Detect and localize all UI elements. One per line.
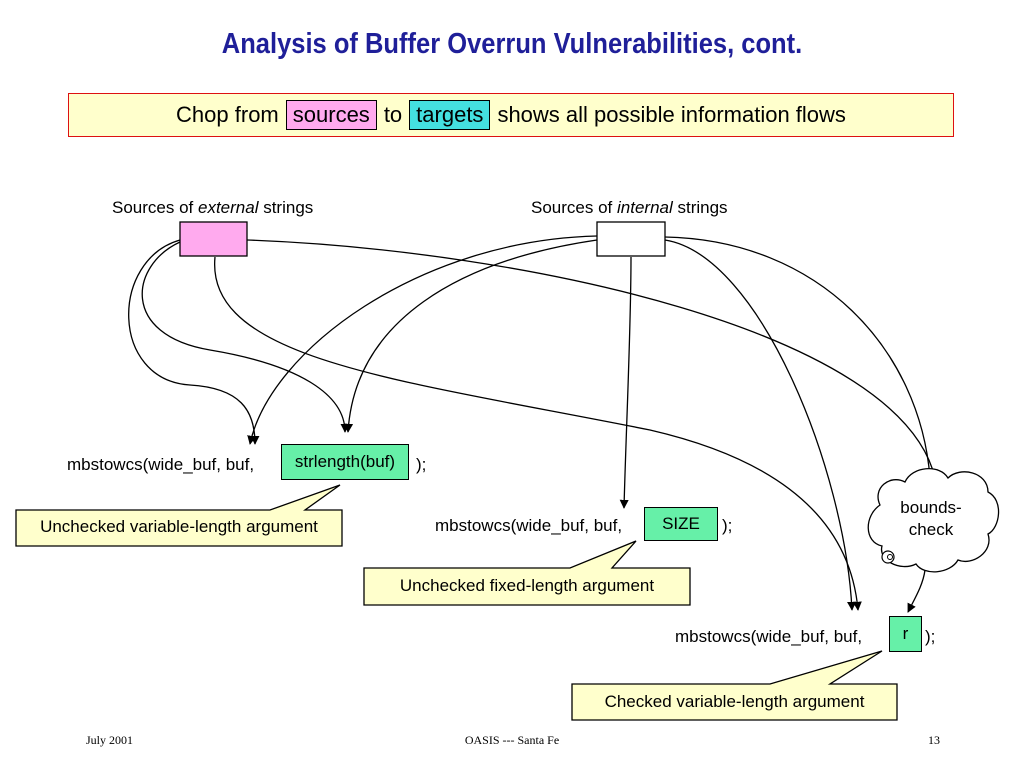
bounds-check-line1: bounds- (900, 498, 962, 517)
footer-center: OASIS --- Santa Fe (464, 733, 560, 747)
callout-checked-variable: Checked variable-length argument (604, 692, 865, 711)
banner-prefix: Chop from (176, 102, 279, 127)
call2-prefix: mbstowcs(wide_buf, buf, (435, 516, 623, 535)
edge-ext-to-strlength (141, 241, 350, 433)
targets-tag: targets (409, 100, 491, 130)
callout-shape-1 (15, 484, 343, 547)
call3-suffix: ); (925, 627, 936, 646)
sources-tag: sources (285, 100, 377, 130)
edge-int-to-strlength (343, 239, 598, 433)
bounds-check-label: bounds- check (880, 497, 982, 541)
callout-unchecked-fixed: Unchecked fixed-length argument (399, 576, 655, 595)
internal-sources-label: Sources of internal strings (531, 198, 728, 218)
external-label-post: strings (258, 198, 314, 217)
edge-ext-to-bounds-check (246, 239, 938, 479)
internal-label-pre: Sources of (531, 198, 617, 217)
external-source-box (179, 221, 248, 257)
call1-suffix: ); (416, 455, 427, 474)
r-arg-box: r (889, 616, 922, 652)
edge-bounds-to-r (907, 569, 926, 613)
bounds-check-line2: check (908, 520, 954, 539)
cloud-tail-small (887, 554, 893, 560)
callout-unchecked-variable: Unchecked variable-length argument (40, 517, 318, 536)
edge-int-to-call1-buf (247, 235, 598, 445)
external-label-pre: Sources of (112, 198, 198, 217)
edge-ext-to-call3-buf (214, 256, 862, 611)
edge-ext-to-call1-buf (128, 239, 260, 445)
callout-shape-2 (363, 540, 691, 606)
internal-source-box (596, 221, 666, 257)
edge-int-to-bounds-check (664, 236, 934, 479)
size-arg-box: SIZE (644, 507, 718, 541)
callout-shape-3 (571, 650, 898, 721)
internal-label-post: strings (672, 198, 728, 217)
external-label-em: external (198, 198, 259, 217)
footer-page-number: 13 (928, 733, 940, 747)
internal-label-em: internal (617, 198, 673, 217)
banner-suffix: shows all possible information flows (497, 102, 846, 127)
edge-int-to-call3-buf (664, 239, 857, 611)
slide-title: Analysis of Buffer Overrun Vulnerabiliti… (221, 28, 803, 60)
external-sources-label: Sources of external strings (112, 198, 313, 218)
call1-prefix: mbstowcs(wide_buf, buf, (67, 455, 255, 474)
call2-suffix: ); (722, 516, 733, 535)
chop-banner: Chop from sources to targets shows all p… (68, 93, 954, 137)
call3-prefix: mbstowcs(wide_buf, buf, (675, 627, 863, 646)
footer-date: July 2001 (86, 733, 134, 747)
strlength-arg-box: strlength(buf) (281, 444, 409, 480)
banner-middle: to (383, 102, 403, 127)
edge-int-to-size (619, 256, 632, 509)
